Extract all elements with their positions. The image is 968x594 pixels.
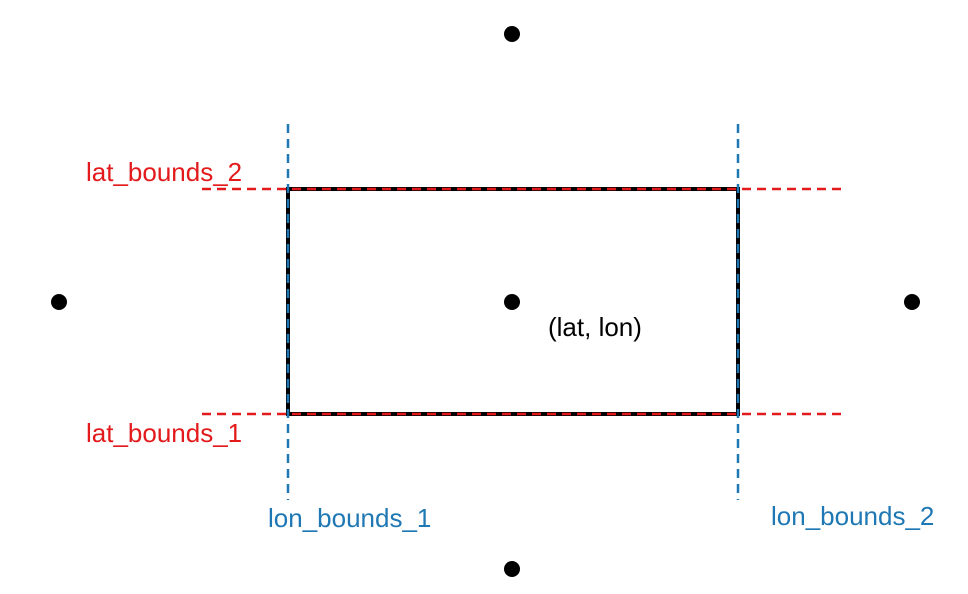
lat-bounds-2-label: lat_bounds_2 [86,157,242,187]
lon-bounds-2-label: lon_bounds_2 [771,501,934,531]
lon-bounds-1-label: lon_bounds_1 [268,503,431,533]
grid-point-west [51,294,67,310]
grid-point-center [504,294,520,310]
grid-point-east [904,294,920,310]
grid-point-south [504,561,520,577]
lat-bounds-1-label: lat_bounds_1 [86,418,242,448]
center-coordinate-label: (lat, lon) [548,312,642,342]
grid-point-north [504,26,520,42]
grid-cell-box [286,187,740,416]
